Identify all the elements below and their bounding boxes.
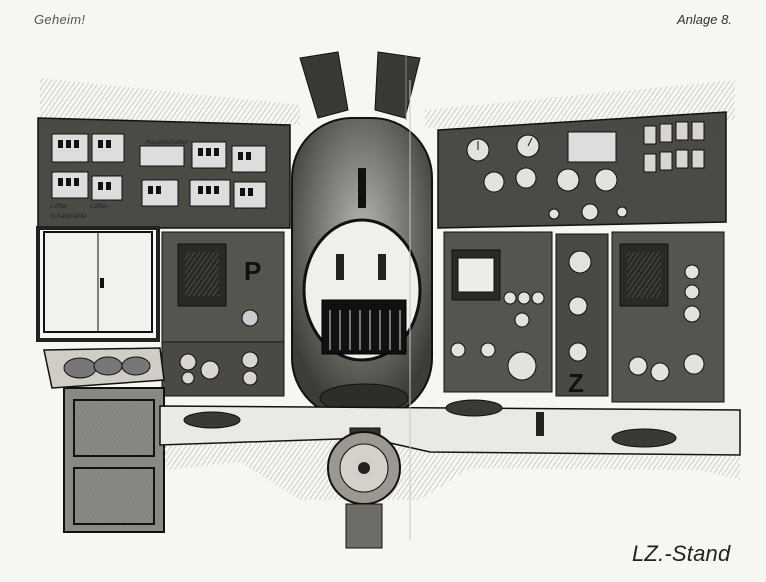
panel-letter-z: Z: [568, 368, 584, 398]
left-console: [43, 347, 165, 533]
right-control-panel: Z: [437, 111, 727, 403]
ceiling-supports: [299, 51, 421, 120]
figure-caption: LZ.-Stand: [632, 541, 731, 566]
switch-plate-label: Schaltplatte: [50, 213, 86, 220]
desk-surface: [159, 399, 741, 500]
central-dome-unit: [291, 117, 433, 419]
classification-mark: Geheim!: [34, 12, 86, 27]
left-control-panel: Hauptschalter Schaltplatte Lüfter Lüfter…: [36, 117, 291, 397]
fan-label-2: Lüfter: [90, 203, 108, 210]
left-knob-cluster: [179, 351, 259, 386]
fan-label-1: Lüfter: [50, 203, 68, 210]
main-switch-label: Hauptschalter: [146, 139, 189, 146]
indicator-lamp-group: [643, 121, 705, 173]
annex-label: Anlage 8.: [677, 12, 732, 27]
main-dial-icon: [327, 427, 401, 549]
panel-letter-p: P: [244, 256, 261, 286]
gauge-icon: [466, 134, 540, 162]
